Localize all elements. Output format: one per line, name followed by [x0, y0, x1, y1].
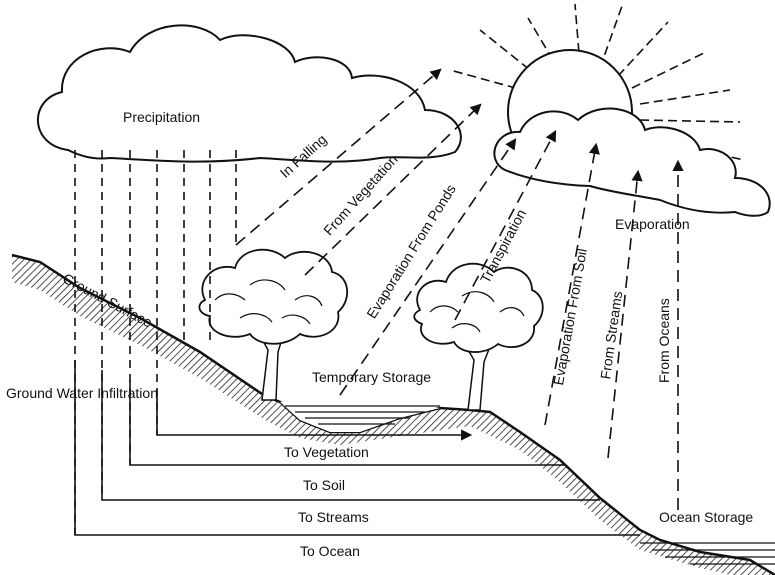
label-ocean-storage: Ocean Storage [659, 510, 753, 524]
label-to-soil: To Soil [303, 478, 345, 492]
right-cloud [494, 109, 769, 216]
tree-right [414, 264, 543, 410]
label-ground-water-infiltration: Ground Water Infiltration [6, 386, 158, 400]
label-temporary-storage: Temporary Storage [312, 370, 431, 384]
label-to-streams: To Streams [298, 510, 369, 524]
label-evaporation: Evaporation [615, 217, 690, 231]
label-to-vegetation: To Vegetation [284, 445, 369, 459]
label-precipitation: Precipitation [123, 110, 200, 124]
left-cloud [38, 25, 461, 161]
label-from-oceans: From Oceans [657, 298, 671, 383]
label-to-ocean: To Ocean [300, 544, 360, 558]
